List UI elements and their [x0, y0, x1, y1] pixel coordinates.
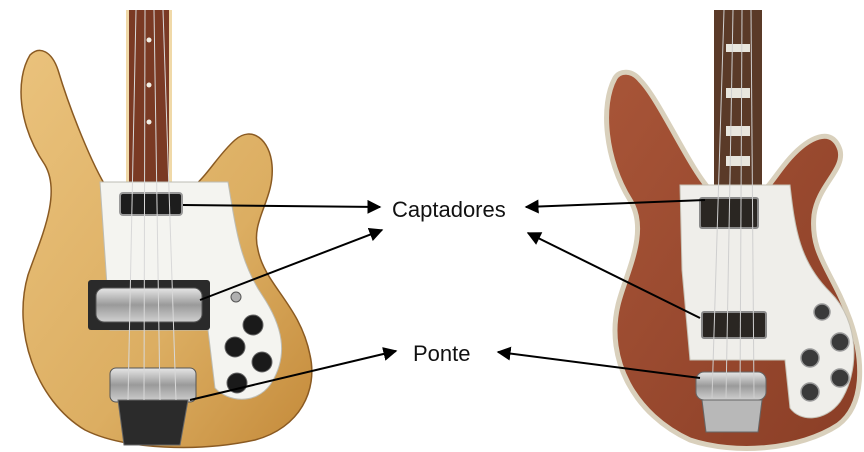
left-neck-pickup [120, 193, 182, 215]
left-tailpiece [118, 400, 188, 445]
bridge-label: Ponte [413, 341, 471, 367]
pickups-label: Captadores [392, 197, 506, 223]
left-pickup-cover [96, 288, 202, 322]
left-toggle-switch [231, 292, 241, 302]
right-bridge-pickup [702, 312, 766, 338]
right-tailpiece [702, 400, 762, 432]
left-bridge [110, 368, 196, 402]
right-bass-guitar [607, 10, 860, 448]
right-bridge [696, 372, 766, 400]
